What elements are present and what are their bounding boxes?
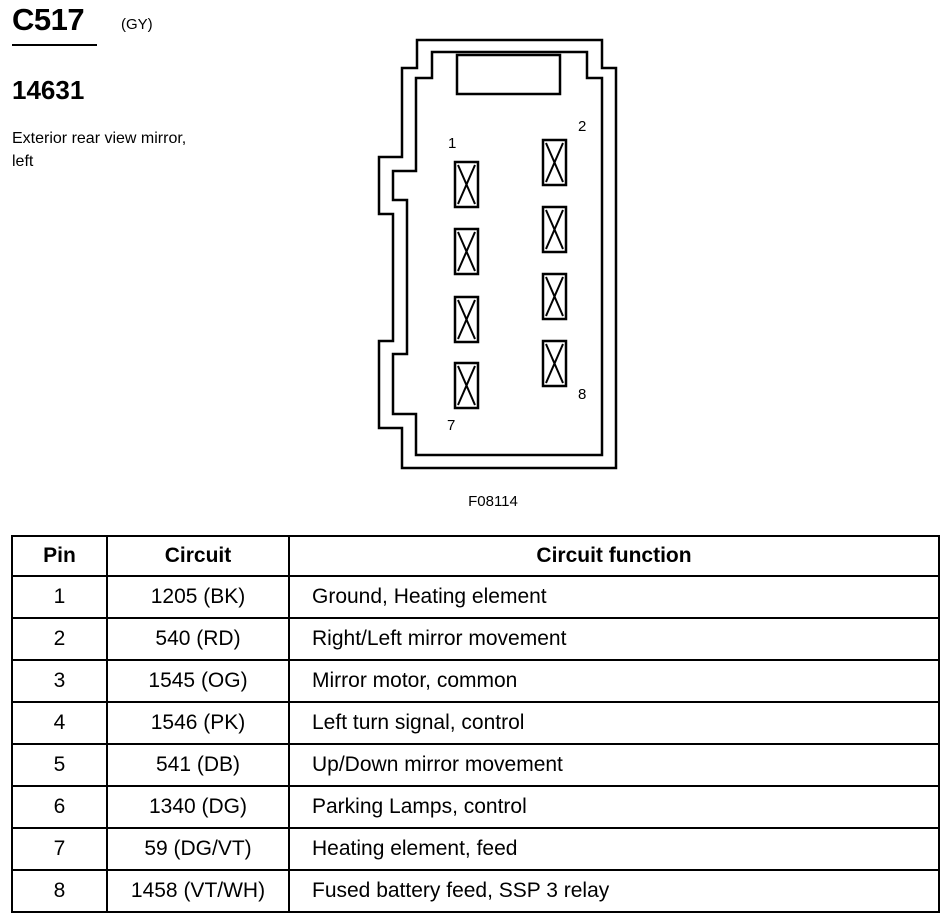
pin-label-1: 1 [448,135,456,152]
pin-label-8: 8 [578,386,586,403]
pin-cavity-7 [453,361,480,410]
table-row: 4 1546 (PK) Left turn signal, control [11,701,940,745]
table-row: 6 1340 (DG) Parking Lamps, control [11,785,940,829]
connector-face-diagram: 1 2 7 8 [377,38,618,470]
pin-cavity-6 [541,272,568,321]
pin-cell: 4 [11,701,108,745]
circuit-cell: 1545 (OG) [106,659,290,703]
connector-lock-tab [455,53,562,96]
table-row: 7 59 (DG/VT) Heating element, feed [11,827,940,871]
function-cell: Parking Lamps, control [288,785,940,829]
circuit-cell: 1205 (BK) [106,575,290,619]
pin-cell: 7 [11,827,108,871]
pin-cavity-8 [541,339,568,388]
column-header-circuit: Circuit [106,535,290,577]
function-cell: Left turn signal, control [288,701,940,745]
pin-cavity-3 [453,227,480,276]
circuit-cell: 1458 (VT/WH) [106,869,290,913]
connector-inner-housing [391,50,604,457]
table-header-row: Pin Circuit Circuit function [11,535,940,577]
circuit-cell: 1546 (PK) [106,701,290,745]
function-cell: Up/Down mirror movement [288,743,940,787]
pin-cavity-1 [453,160,480,209]
pin-cavity-2 [541,138,568,187]
function-cell: Ground, Heating element [288,575,940,619]
table-row: 1 1205 (BK) Ground, Heating element [11,575,940,619]
column-header-pin: Pin [11,535,108,577]
pin-cell: 6 [11,785,108,829]
table-row: 3 1545 (OG) Mirror motor, common [11,659,940,703]
connector-id: C517 [12,2,85,37]
column-header-function: Circuit function [288,535,940,577]
pin-cavity-5 [453,295,480,344]
pin-label-7: 7 [447,417,455,434]
circuit-cell: 1340 (DG) [106,785,290,829]
table-row: 2 540 (RD) Right/Left mirror movement [11,617,940,661]
title-underline [12,44,97,46]
pin-cell: 8 [11,869,108,913]
pin-cell: 1 [11,575,108,619]
part-number: 14631 [12,75,85,105]
function-cell: Right/Left mirror movement [288,617,940,661]
pin-label-2: 2 [578,118,586,135]
pin-cell: 2 [11,617,108,661]
table-row: 5 541 (DB) Up/Down mirror movement [11,743,940,787]
circuit-cell: 59 (DG/VT) [106,827,290,871]
pin-cavity-4 [541,205,568,254]
pin-cell: 3 [11,659,108,703]
connector-outer-housing [377,38,618,470]
circuit-cell: 541 (DB) [106,743,290,787]
circuit-cell: 540 (RD) [106,617,290,661]
function-cell: Fused battery feed, SSP 3 relay [288,869,940,913]
pinout-table: Pin Circuit Circuit function 1 1205 (BK)… [11,535,940,913]
pin-cell: 5 [11,743,108,787]
table-row: 8 1458 (VT/WH) Fused battery feed, SSP 3… [11,869,940,913]
function-cell: Mirror motor, common [288,659,940,703]
connector-color-code: (GY) [121,16,153,33]
function-cell: Heating element, feed [288,827,940,871]
figure-id: F08114 [468,493,518,510]
connector-description: Exterior rear view mirror, left [12,130,187,170]
